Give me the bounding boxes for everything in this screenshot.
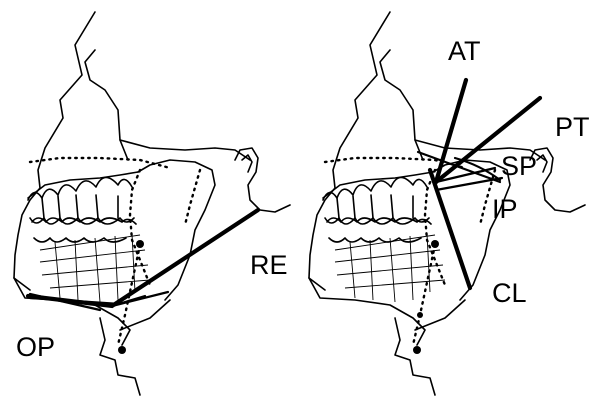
label-op: OP [16,334,55,361]
left-ear-outline [235,148,290,212]
label-ip: IP [492,196,518,223]
label-pt: PT [555,114,590,141]
right-lower-teeth [327,218,431,242]
label-cl: CL [492,280,527,307]
left-lower-teeth [32,218,136,242]
right-mandible-lower [309,278,425,345]
right-facial-profile [309,12,390,290]
label-at: AT [448,38,481,65]
left-dotted-ramus-back [185,170,200,225]
left-skull [14,12,290,395]
right-skull [309,12,585,395]
right-hyoid-point [413,346,421,354]
retractor-muscle-line [28,210,258,306]
left-dotted-ramus-front [130,170,150,285]
left-orbit-outline [85,50,128,160]
left-hyoid-point [118,346,126,354]
label-sp: SP [501,153,537,180]
right-hyoid-upper-point [417,312,423,318]
label-re: RE [250,252,288,279]
right-mandible-point [431,240,439,248]
right-mandible-mesh [335,234,445,302]
right-ear-outline [530,148,585,212]
left-upper-teeth [28,177,134,224]
right-orbit-outline [380,50,423,160]
left-zygomatic-outline [120,140,250,160]
right-upper-teeth [323,177,429,224]
left-facial-profile [14,12,95,290]
left-mandible-point [136,240,144,248]
